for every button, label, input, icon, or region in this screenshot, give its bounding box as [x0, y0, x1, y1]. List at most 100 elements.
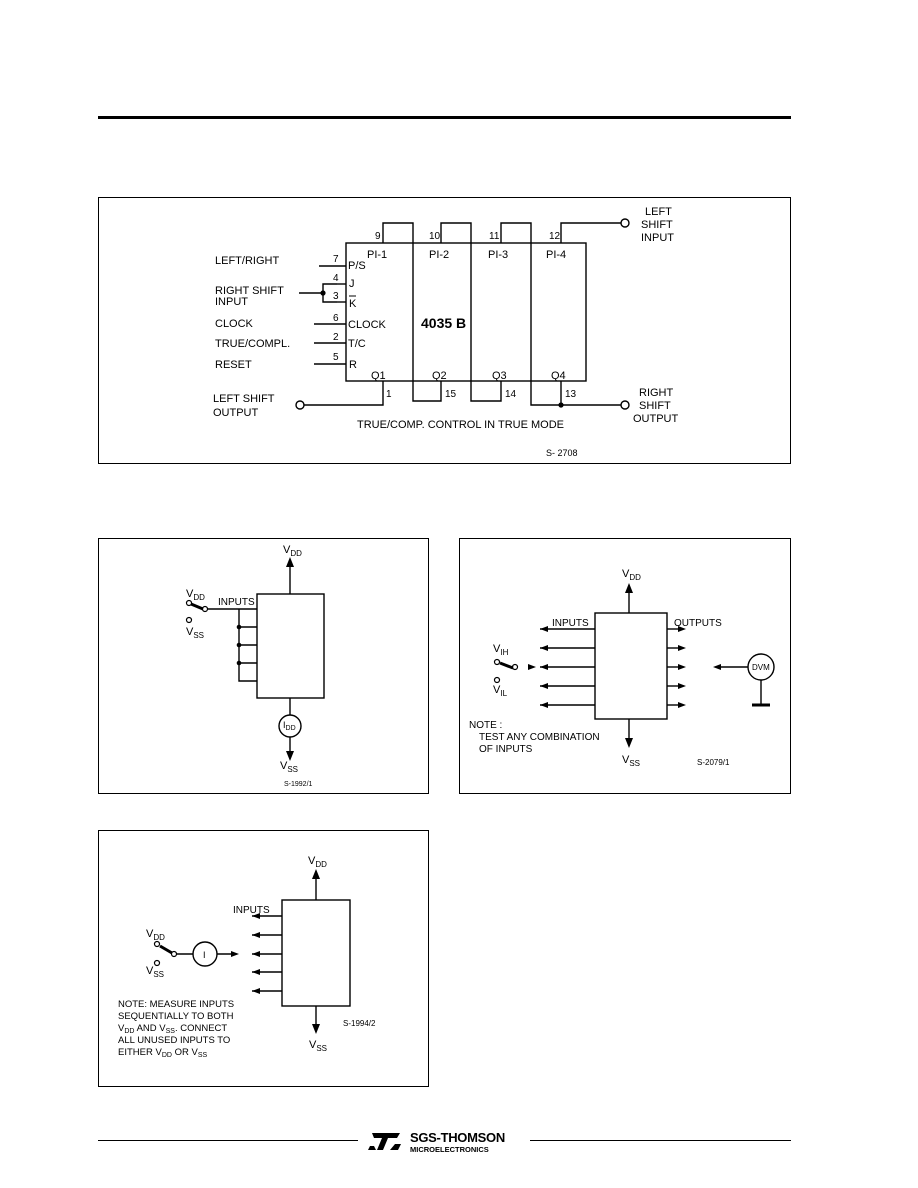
left-shift-output-terminal: [295, 400, 305, 410]
pin-label-ps: P/S: [348, 260, 366, 272]
header-rule: [98, 116, 791, 119]
vss-switch-contact: [153, 959, 161, 967]
figure-ref: S-1994/2: [343, 1019, 376, 1028]
inputs-label: INPUTS: [552, 618, 589, 629]
vss-label: VSS: [280, 760, 298, 774]
footer-rule-left: [98, 1140, 358, 1141]
input-current-diagram: VDD INPUTS I VDD VSS NOTE: MEASURE INPUT…: [98, 830, 429, 1087]
left-shift-input-label-3: INPUT: [641, 232, 674, 244]
footer-rule-right: [530, 1140, 791, 1141]
clock-label: CLOCK: [215, 318, 254, 330]
vdd-arrow: [625, 583, 633, 593]
reset-label: RESET: [215, 359, 252, 371]
device-under-test: [281, 899, 351, 1007]
vdd-switch-contact: [153, 940, 161, 948]
note-line-2: SEQUENTIALLY TO BOTH: [118, 1011, 234, 1022]
q4-junction: [558, 402, 564, 408]
j-k-junction: [320, 290, 326, 296]
note-line-1: NOTE: MEASURE INPUTS: [118, 999, 234, 1010]
pin-label-q1: Q1: [371, 370, 386, 382]
vdd-label: VDD: [283, 544, 302, 558]
left-shift-input-label-1: LEFT: [645, 206, 672, 218]
pin-number-1: 1: [386, 389, 392, 400]
switch-vdd-label: VDD: [186, 588, 205, 602]
switch-lever: [499, 661, 514, 670]
mode-caption: TRUE/COMP. CONTROL IN TRUE MODE: [357, 419, 564, 431]
pin-label-q3: Q3: [492, 370, 507, 382]
vss-arrow: [286, 751, 294, 761]
vih-switch-contact: [493, 658, 501, 666]
meter-label: I: [203, 950, 206, 960]
shift-register-diagram: 9 10 11 12 7 4 3 6 2 5 1 15 14 13 PI-1 P…: [98, 197, 791, 464]
switch-lever: [190, 602, 204, 611]
dvm-meter: [747, 653, 775, 681]
switch-vdd-label: VDD: [146, 928, 165, 942]
pin-number-13: 13: [565, 389, 577, 400]
pin-label-q4: Q4: [551, 370, 566, 382]
dvm-label: DVM: [752, 663, 770, 672]
pin-number-11: 11: [489, 231, 500, 242]
pin-number-2: 2: [333, 332, 339, 343]
pin-label-clock: CLOCK: [348, 319, 387, 331]
chip-label: 4035 B: [421, 315, 466, 331]
true-compl-label: TRUE/COMPL.: [215, 338, 290, 350]
switch-lever: [159, 944, 173, 955]
pin-label-j: J: [349, 278, 355, 290]
left-shift-output-label-1: LEFT SHIFT: [213, 393, 275, 405]
pin-label-pi3: PI-3: [488, 249, 508, 261]
pin-number-4: 4: [333, 273, 339, 284]
note-line-1: NOTE :: [469, 720, 502, 731]
idd-meter: [278, 714, 302, 738]
pin-label-r: R: [349, 359, 357, 371]
st-logo: SGS-THOMSON MICROELECTRONICS: [368, 1130, 505, 1154]
vdd-label: VDD: [308, 855, 327, 869]
pin-number-15: 15: [445, 389, 457, 400]
shift-register-schematic: 9 10 11 12 7 4 3 6 2 5 1 15 14 13 PI-1 P…: [213, 206, 679, 458]
outputs-label: OUTPUTS: [674, 618, 722, 629]
right-shift-output-label-1: RIGHT: [639, 387, 674, 399]
vdd-label: VDD: [622, 568, 641, 582]
pin-number-10: 10: [429, 231, 441, 242]
note-line-4: ALL UNUSED INPUTS TO: [118, 1035, 230, 1046]
output-voltage-diagram: VDD INPUTS OUTPUTS DVM VIH VIL NOTE : TE…: [459, 538, 791, 794]
pin-label-pi4: PI-4: [546, 249, 566, 261]
figure-ref: S- 2708: [546, 448, 578, 458]
pin-number-6: 6: [333, 313, 339, 324]
left-right-label: LEFT/RIGHT: [215, 255, 279, 267]
vss-label: VSS: [309, 1039, 327, 1053]
switch-vss-label: VSS: [186, 626, 204, 640]
device-under-test: [256, 593, 325, 699]
vdd-arrow: [312, 869, 320, 879]
pin-number-5: 5: [333, 352, 339, 363]
quiescent-current-schematic: VDD VDD VSS INPUTS IDD VSS S-1992/1: [185, 544, 325, 788]
left-shift-input-label-2: SHIFT: [641, 219, 673, 231]
figure-ref: S-1992/1: [284, 781, 313, 788]
pin-number-9: 9: [375, 231, 381, 242]
vdd-arrow: [286, 557, 294, 567]
note-line-2: TEST ANY COMBINATION: [479, 732, 600, 743]
switch-pivot: [201, 605, 209, 613]
quiescent-current-diagram: VDD VDD VSS INPUTS IDD VSS S-1992/1: [98, 538, 429, 794]
pin-label-k: K: [349, 298, 357, 310]
brand-subtitle: MICROELECTRONICS: [410, 1145, 489, 1154]
inputs-label: INPUTS: [233, 905, 270, 916]
vih-label: VIH: [493, 643, 509, 657]
input-current-schematic: VDD INPUTS I VDD VSS NOTE: MEASURE INPUT…: [118, 855, 376, 1059]
vss-switch-contact: [185, 616, 193, 624]
left-shift-input-terminal: [620, 218, 630, 228]
pin-number-7: 7: [333, 254, 339, 265]
switch-pivot: [170, 950, 178, 958]
figure-ref: S-2079/1: [697, 758, 730, 767]
note-line-3: VDD AND VSS. CONNECT: [118, 1023, 227, 1035]
inputs-label: INPUTS: [218, 597, 255, 608]
pin-label-pi2: PI-2: [429, 249, 449, 261]
right-shift-output-label-2: SHIFT: [639, 400, 671, 412]
pin-label-q2: Q2: [432, 370, 447, 382]
right-shift-output-label-3: OUTPUT: [633, 413, 679, 425]
pin-label-tc: T/C: [348, 338, 366, 350]
device-under-test: [594, 612, 668, 720]
idd-label: IDD: [283, 720, 296, 732]
st-logo-icon: [368, 1133, 401, 1150]
vil-switch-contact: [493, 676, 501, 684]
brand-name: SGS-THOMSON: [410, 1130, 505, 1145]
